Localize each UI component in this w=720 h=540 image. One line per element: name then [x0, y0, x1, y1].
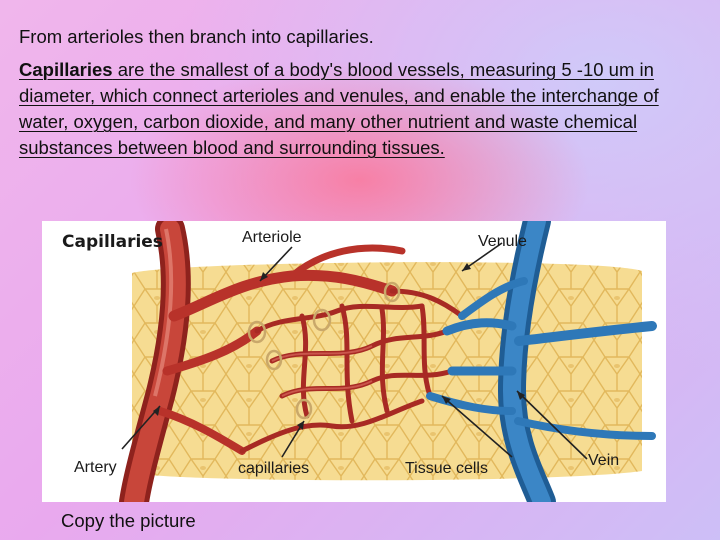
capillaries-paragraph: Capillaries are the smallest of a body's… — [19, 57, 679, 161]
label-artery: Artery — [74, 459, 117, 476]
diagram-title: Capillaries — [62, 232, 163, 252]
label-tissue-cells: Tissue cells — [405, 460, 488, 477]
label-vein: Vein — [588, 452, 619, 469]
label-capillaries: capillaries — [238, 460, 309, 477]
slide-text: From arterioles then branch into capilla… — [19, 24, 679, 161]
capillaries-term: Capillaries — [19, 59, 113, 80]
capillaries-definition: are the smallest of a body's blood vesse… — [19, 59, 659, 158]
label-arteriole: Arteriole — [242, 229, 302, 246]
capillaries-diagram: Capillaries Arteriole Venule Artery capi… — [42, 221, 666, 502]
label-venule: Venule — [478, 233, 527, 250]
intro-line: From arterioles then branch into capilla… — [19, 24, 679, 50]
copy-picture-caption: Copy the picture — [61, 510, 196, 532]
capillaries-illustration: Capillaries Arteriole Venule Artery capi… — [42, 221, 666, 502]
